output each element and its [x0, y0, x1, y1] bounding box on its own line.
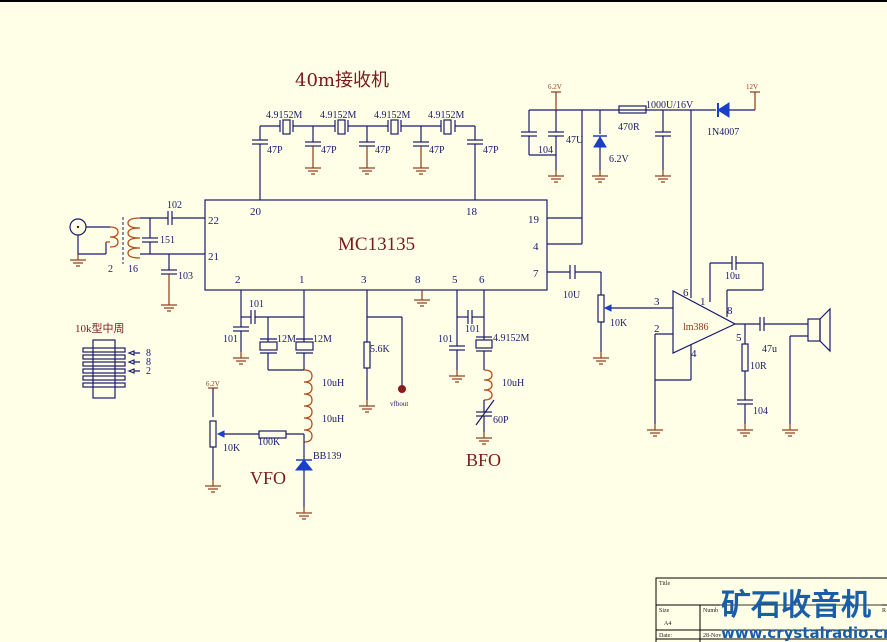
pin-18: 18 — [466, 206, 478, 218]
pin-3: 3 — [361, 274, 367, 286]
pin-2: 2 — [235, 274, 241, 286]
crystal-filter — [252, 119, 483, 200]
antenna-input — [69, 211, 205, 312]
pin-20: 20 — [250, 206, 262, 218]
tb-number-label: Numb — [703, 608, 718, 614]
rail-62v-label: 6.2V — [548, 83, 562, 91]
cap2-label: 47P — [321, 145, 337, 156]
pin-8: 8 — [415, 274, 421, 286]
tb-size-label: Size — [659, 608, 670, 614]
xtal3-label: 4.9152M — [374, 110, 411, 121]
vfbout-label: vfbout — [390, 400, 408, 408]
resistor-56k-label: 5.6K — [370, 344, 391, 355]
cap1-label: 47P — [267, 145, 283, 156]
title-block — [655, 577, 887, 642]
audio-amplifier — [547, 256, 831, 437]
vfo-rail-label: 6.2V — [206, 380, 220, 388]
xtal2-label: 4.9152M — [320, 110, 357, 121]
amp-pin-2: 2 — [654, 323, 660, 335]
schematic-title: 40m接收机 — [295, 70, 389, 91]
vfo-ind-a-label: 10uH — [322, 378, 344, 389]
resistor-470r-label: 470R — [618, 122, 640, 133]
audio-cap-gain-label: 10u — [725, 271, 740, 282]
amp-pin-8: 8 — [727, 305, 733, 317]
pin3-output-circuit — [358, 290, 431, 413]
vfo-circuit — [204, 290, 314, 520]
xtal4-label: 4.9152M — [428, 110, 465, 121]
turns-primary-label: 2 — [108, 264, 113, 275]
ifcoil-pin-3: 2 — [146, 366, 151, 377]
watermark-url: www.crystalradio.cn — [721, 624, 887, 642]
diode-label: 1N4007 — [707, 127, 739, 138]
vfo-cap-101b-label: 101 — [223, 334, 238, 345]
cap-102-label: 102 — [167, 200, 182, 211]
amp-pin-4: 4 — [691, 348, 697, 360]
bfo-cap-101a-label: 101 — [438, 334, 453, 345]
amp-pin-6: 6 — [683, 287, 689, 299]
cap-104-label: 104 — [538, 145, 553, 156]
cap3-label: 47P — [375, 145, 391, 156]
pin-7: 7 — [533, 268, 539, 280]
vfo-ind-b-label: 10uH — [322, 414, 344, 425]
bfo-cap-101b-label: 101 — [465, 324, 480, 335]
mc13135-ic-body — [204, 199, 548, 291]
zobel-c-label: 104 — [753, 406, 768, 417]
amp-pin-1: 1 — [700, 296, 706, 308]
vfo-resistor-label: 100K — [258, 437, 281, 448]
pin-1: 1 — [299, 274, 305, 286]
ifcoil-pin-1: 8 — [146, 348, 151, 359]
tb-date-label: Date: — [659, 633, 672, 639]
audio-cap-in-label: 10U — [563, 290, 581, 301]
cap4-label: 47P — [429, 145, 445, 156]
pin-6: 6 — [479, 274, 485, 286]
vfo-pot-label: 10K — [223, 443, 241, 454]
ifcoil-drawing — [82, 339, 140, 399]
tb-date-value: 28-Nov — [703, 633, 721, 639]
audio-cap-out-label: 47u — [762, 344, 777, 355]
lm386-label: lm386 — [683, 322, 709, 333]
cap-1000u-label: 1000U/16V — [646, 100, 694, 111]
bfo-section-label: BFO — [466, 450, 501, 470]
pin-5: 5 — [452, 274, 458, 286]
power-supply — [521, 91, 760, 292]
xtal1-label: 4.9152M — [266, 110, 303, 121]
ifcoil-pin-2: 8 — [146, 357, 151, 368]
mc13135-label: MC13135 — [338, 234, 415, 255]
bfo-xtal-label: 4.9152M — [493, 333, 530, 344]
vfo-cap-101a-label: 101 — [249, 299, 264, 310]
cap-151-label: 151 — [160, 235, 175, 246]
bfo-circuit — [448, 290, 495, 445]
watermark-cn: 矿石收音机 — [721, 588, 871, 623]
cap-103-label: 103 — [178, 271, 193, 282]
ifcoil-label: 10k型中周 — [75, 321, 125, 335]
vfo-xtal-a-label: 12M — [277, 334, 296, 345]
vfo-section-label: VFO — [250, 468, 286, 488]
pin-4: 4 — [533, 241, 539, 253]
rail-12v-label: 12V — [746, 83, 758, 91]
amp-pin-3: 3 — [654, 296, 660, 308]
pin-19: 19 — [528, 214, 540, 226]
bfo-ind-label: 10uH — [502, 378, 524, 389]
cap5-label: 47P — [483, 145, 499, 156]
cap-47u-label: 47U — [566, 135, 584, 146]
tb-title-label: Title — [659, 581, 670, 587]
tb-size-value: A4 — [664, 621, 671, 627]
bfo-trimmer-label: 60P — [493, 415, 509, 426]
zener-label: 6.2V — [609, 154, 630, 165]
varicap-label: BB139 — [313, 451, 341, 462]
pin-21: 21 — [208, 251, 219, 263]
turns-secondary-label: 16 — [128, 264, 138, 275]
amp-pin-5: 5 — [736, 332, 742, 344]
vfo-xtal-b-label: 12M — [313, 334, 332, 345]
pin-22: 22 — [208, 215, 219, 227]
tb-rev-label: R — [882, 608, 886, 614]
audio-pot-label: 10K — [610, 318, 628, 329]
zobel-r-label: 10R — [750, 361, 767, 372]
